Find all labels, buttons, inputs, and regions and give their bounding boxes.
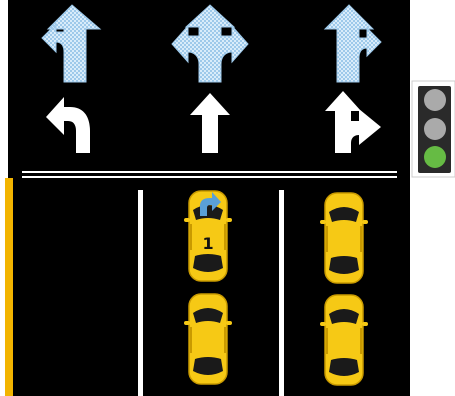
signal-light-red	[424, 89, 446, 111]
car[interactable]	[320, 295, 368, 385]
traffic-light	[412, 81, 455, 177]
car[interactable]	[320, 193, 368, 283]
signal-light-yellow	[424, 118, 446, 140]
lane-divider-1	[138, 190, 143, 396]
car-label: 1	[202, 234, 213, 253]
car[interactable]	[184, 294, 232, 384]
lane-divider-2	[279, 190, 284, 396]
curb	[5, 178, 13, 396]
signal-light-green	[424, 146, 446, 168]
car[interactable]: 1	[184, 191, 232, 281]
